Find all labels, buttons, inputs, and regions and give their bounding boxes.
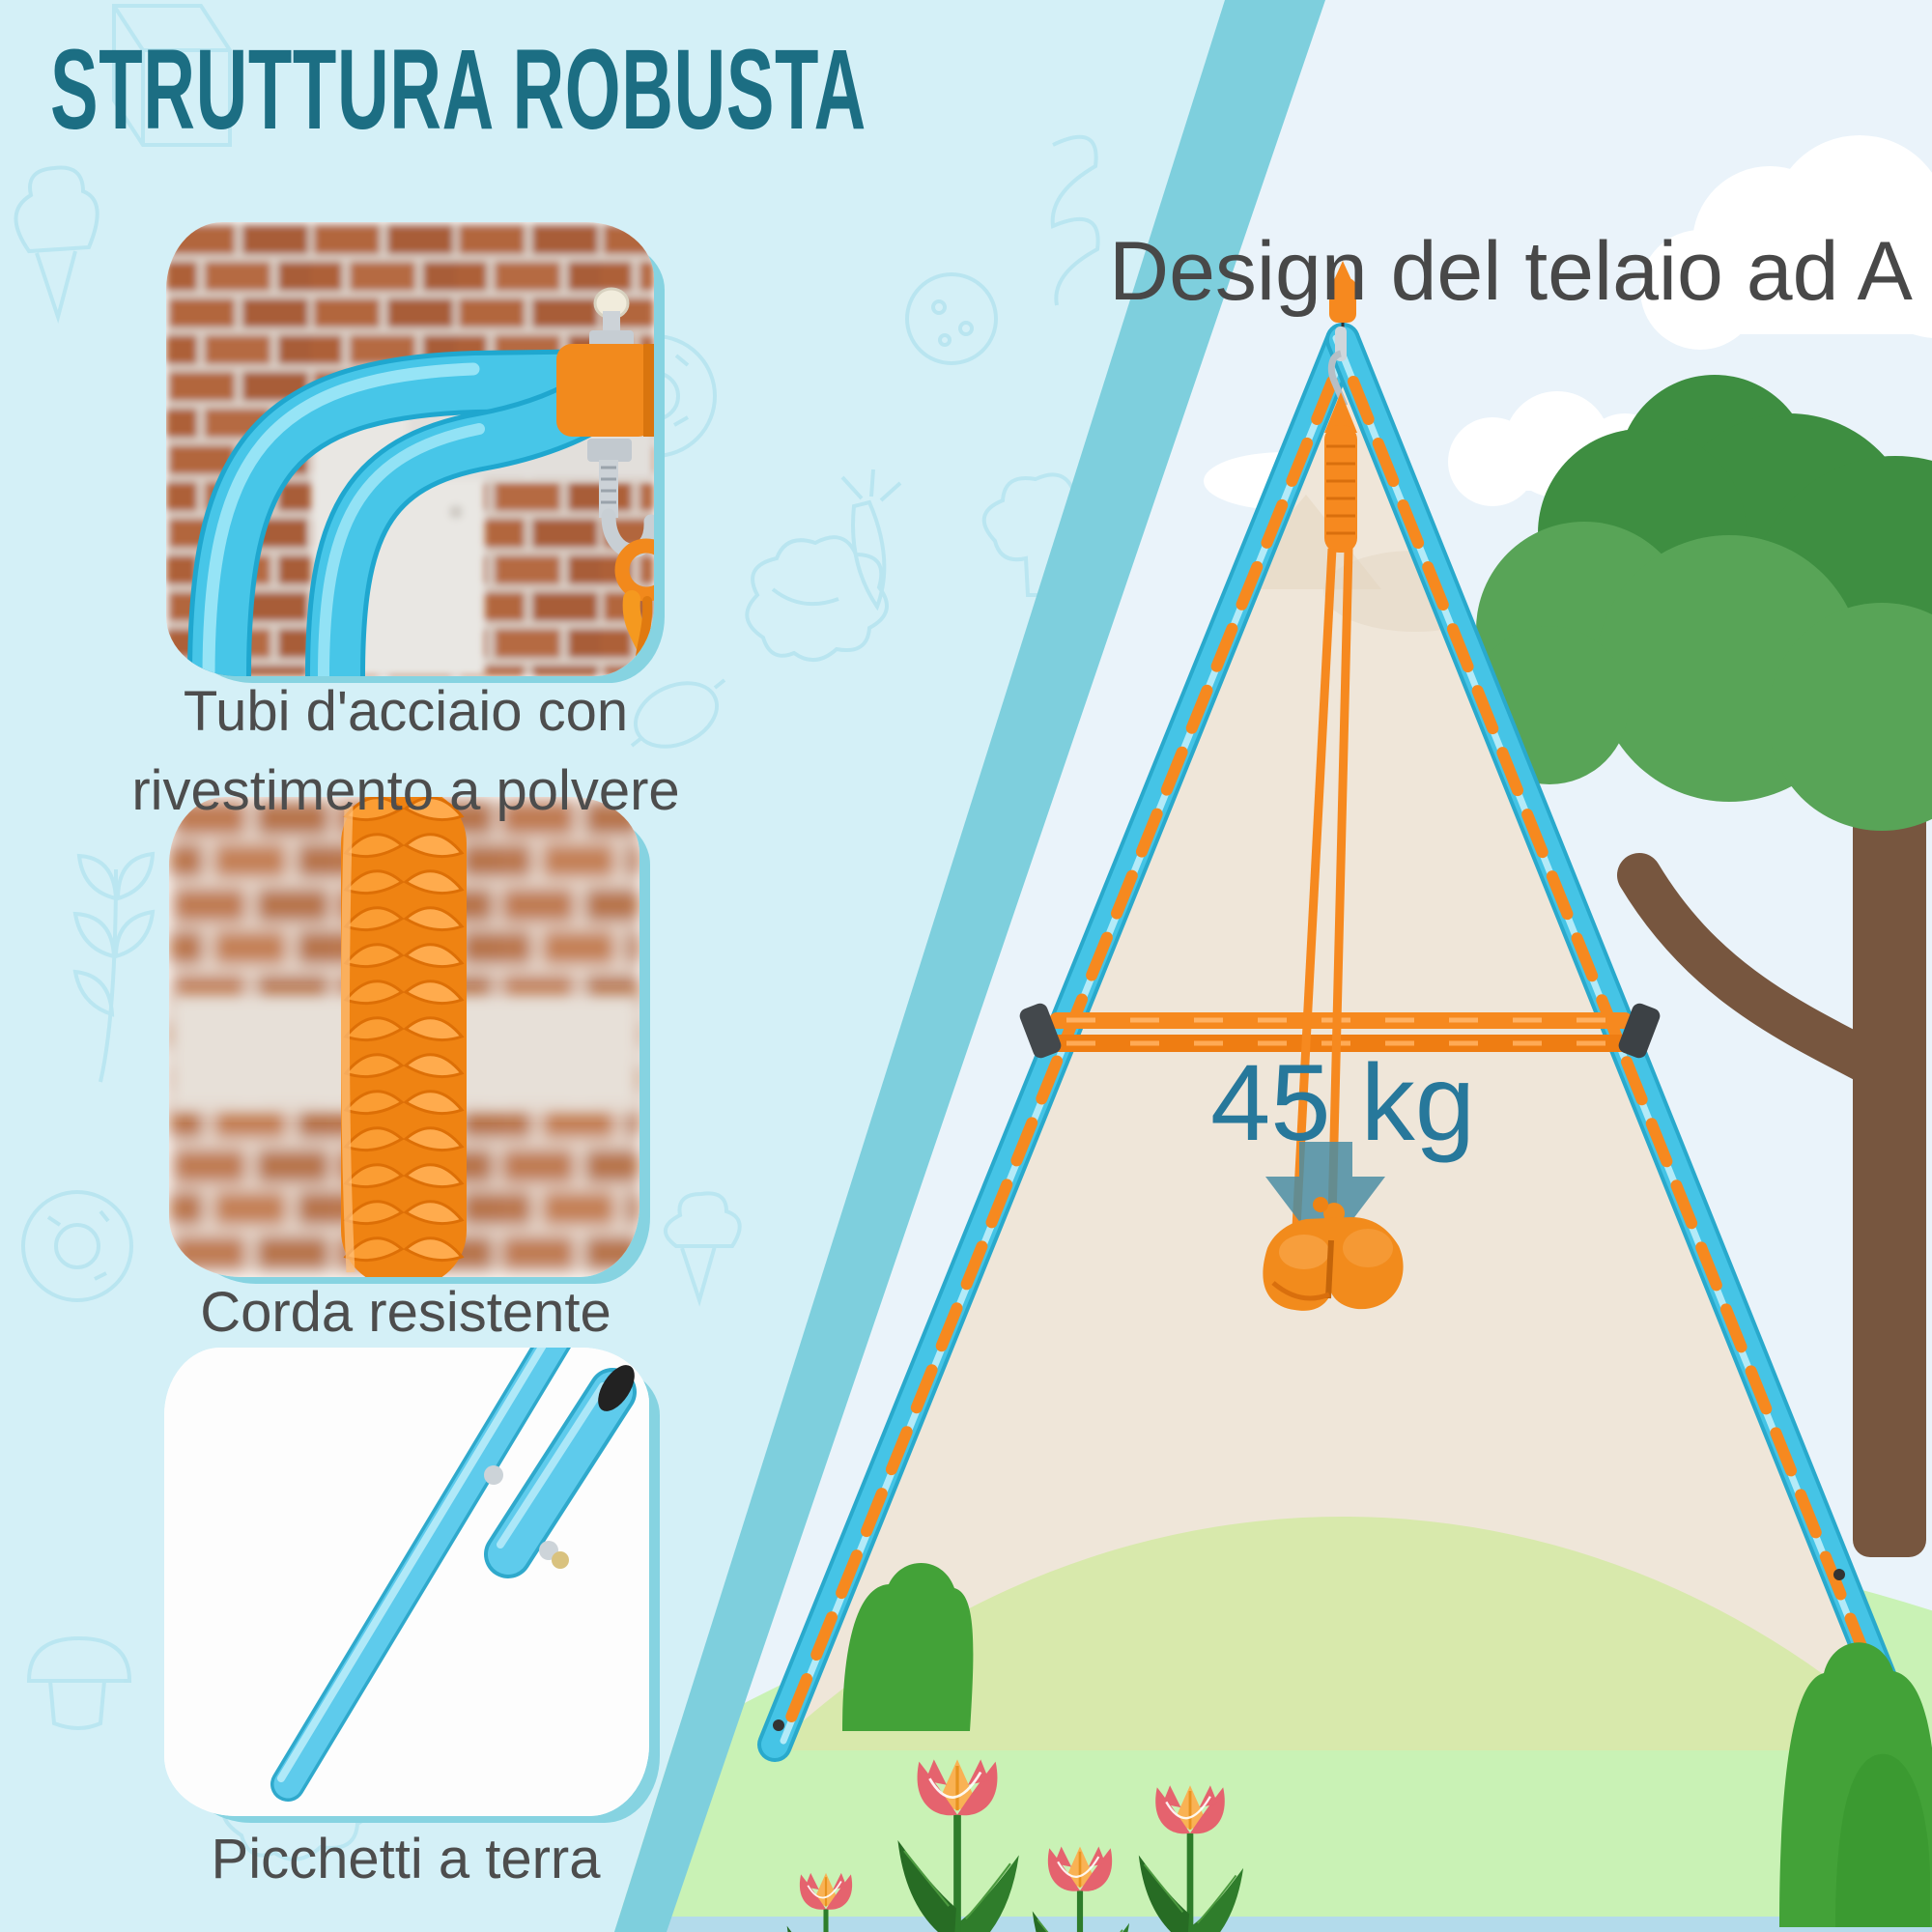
tree-trunk — [1853, 724, 1926, 1557]
crossbars — [1019, 1003, 1661, 1059]
lettuce-doodle — [745, 535, 889, 662]
cloud-top-right — [1640, 135, 1932, 350]
mushroom-doodle — [26, 1635, 132, 1730]
tree-branch — [1617, 853, 1891, 1085]
tree-canopy — [1470, 375, 1932, 831]
diagonal-accent-band — [614, 0, 1325, 1932]
steel-tube-joint-photo — [166, 222, 654, 676]
weight-capacity-label: 45 kg — [1210, 1042, 1475, 1163]
apex-hardware — [1324, 261, 1357, 553]
cookie-doodle — [905, 272, 998, 365]
orange-connector-sleeve — [556, 287, 654, 558]
pasta-spiral-doodle — [1050, 134, 1100, 306]
swing-ropes — [1291, 548, 1353, 1247]
rope-left — [1291, 548, 1337, 1247]
swing-seat — [1263, 1197, 1404, 1311]
soft-serve-doodle — [664, 1191, 742, 1307]
feature-photo-ground-stake — [164, 1348, 649, 1816]
bushes — [842, 1562, 1932, 1927]
crossbar-clamp-right — [1618, 1003, 1661, 1059]
stake-end-cap — [598, 1365, 635, 1411]
feature-photo-steel-tube — [166, 222, 654, 676]
caption-steel-tubes: Tubi d'acciaio con rivestimento a polver… — [131, 680, 680, 823]
page-title: STRUTTURA ROBUSTA — [50, 26, 867, 154]
bottom-strip — [614, 1917, 1932, 1932]
lemon-doodle — [630, 678, 726, 749]
crossbar-clamp-left — [1019, 1003, 1062, 1059]
feature-photo-rope — [169, 797, 639, 1277]
braided-rope — [340, 797, 467, 1277]
carrot-doodle — [840, 469, 902, 611]
caption-ground-stakes: Picchetti a terra — [211, 1828, 601, 1890]
ground-stake-photo — [164, 1348, 649, 1816]
bush-left — [842, 1562, 974, 1731]
frame-design-heading: Design del telaio ad A — [1109, 225, 1913, 318]
rope-right — [1327, 548, 1353, 1220]
stake-bolt — [484, 1465, 503, 1485]
stake-nut — [552, 1551, 569, 1569]
ice-cream-doodle — [14, 165, 99, 324]
tree — [1470, 375, 1932, 1557]
donut-doodle-2 — [21, 1190, 133, 1302]
rope-wrap — [1324, 425, 1357, 553]
milk-carton-doodle — [112, 3, 232, 147]
stake-tube — [270, 1348, 637, 1802]
caption-rope: Corda resistente — [200, 1281, 611, 1344]
wheat-doodle — [72, 851, 156, 1083]
braided-rope-photo — [169, 797, 639, 1277]
carabiner — [1327, 350, 1349, 408]
